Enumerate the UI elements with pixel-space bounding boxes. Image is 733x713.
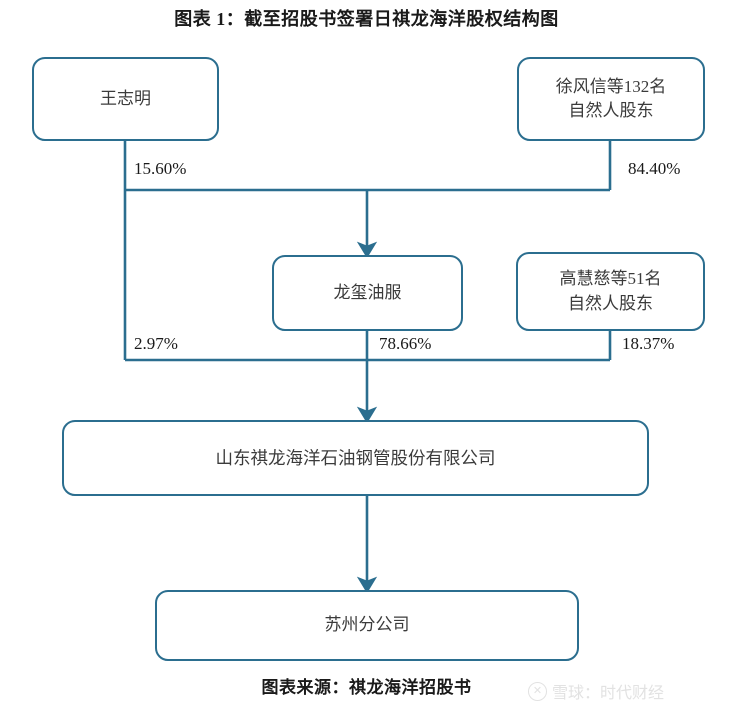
edge-label-xu-to-longxi: 84.40%: [628, 159, 681, 178]
watermark: ✕ 雪球：时代财经: [528, 679, 664, 703]
node-wang-zhiming[interactable]: 王志明: [32, 57, 219, 141]
figure-title: 图表 1：截至招股书签署日祺龙海洋股权结构图: [174, 9, 559, 29]
node-longxi-oil-service-label: 龙玺油服: [333, 282, 402, 302]
node-xu-fengxin-line1: 徐风信等132名: [555, 76, 667, 96]
xueqiu-logo-icon: ✕: [528, 681, 547, 701]
node-gao-huici-line2: 自然人股东: [568, 293, 653, 313]
edge-label-gao-to-company: 18.37%: [622, 334, 675, 353]
node-gao-huici-shareholders[interactable]: 高慧慈等51名 自然人股东: [516, 252, 705, 331]
node-gao-huici-line1: 高慧慈等51名: [559, 269, 662, 289]
node-main-company-label: 山东祺龙海洋石油钢管股份有限公司: [215, 447, 496, 468]
node-suzhou-branch-label: 苏州分公司: [324, 615, 410, 635]
watermark-text: 雪球：时代财经: [552, 685, 665, 702]
edge-label-wang-to-company: 2.97%: [134, 334, 178, 353]
figure-source: 图表来源：祺龙海洋招股书: [261, 678, 472, 697]
node-wang-zhiming-label: 王志明: [100, 88, 151, 108]
node-xu-fengxin-line2: 自然人股东: [568, 101, 654, 120]
edge-label-wang-to-longxi: 15.60%: [134, 159, 187, 178]
node-xu-fengxin-shareholders[interactable]: 徐风信等132名 自然人股东: [517, 57, 705, 141]
node-gao-huici-text: 高慧慈等51名 自然人股东: [554, 267, 668, 315]
node-main-company[interactable]: 山东祺龙海洋石油钢管股份有限公司: [62, 420, 649, 496]
node-longxi-oil-service[interactable]: 龙玺油服: [272, 255, 463, 331]
edge-label-longxi-to-company: 78.66%: [379, 334, 432, 353]
node-suzhou-branch[interactable]: 苏州分公司: [155, 590, 579, 661]
node-xu-fengxin-text: 徐风信等132名 自然人股东: [550, 75, 673, 123]
